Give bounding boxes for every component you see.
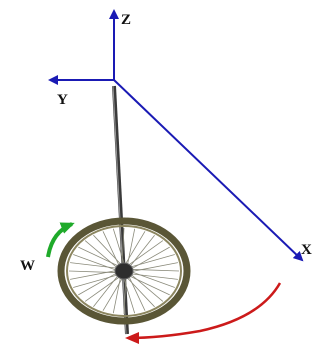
wheel-rim xyxy=(66,225,182,317)
wheel-spoke xyxy=(93,273,120,308)
wheel-spoke xyxy=(78,271,119,296)
wheel-spoke xyxy=(73,274,120,288)
wheel-spoke xyxy=(68,270,119,274)
x-axis-label: X xyxy=(301,242,312,258)
coordinate-axes: Z Y X xyxy=(48,9,312,262)
wheel-spoke xyxy=(125,275,155,308)
wheel-spoke xyxy=(84,275,122,302)
wheel-tire xyxy=(57,217,191,325)
wheel-spoke xyxy=(123,231,146,267)
wheel-spoke xyxy=(129,272,164,302)
wheel-spoke xyxy=(102,275,125,311)
wheel-spoke xyxy=(102,231,121,268)
wheel-spoke xyxy=(129,262,178,273)
wheel-spoke xyxy=(70,262,119,269)
wheel-spoke xyxy=(128,234,155,269)
axle-rod-highlight xyxy=(112,85,127,335)
wheel-spoke xyxy=(73,254,119,272)
wheel-spoke xyxy=(129,273,178,280)
wheel-spoke xyxy=(78,246,121,268)
y-axis-label: Y xyxy=(57,92,68,108)
wheel-spoke xyxy=(93,234,123,267)
spin-label: W xyxy=(20,258,35,274)
wheel-spoke xyxy=(122,275,136,314)
wheel-spoke xyxy=(112,228,126,267)
precession-arrow xyxy=(125,282,282,344)
wheel-spoke xyxy=(127,274,146,311)
wheel-spoke xyxy=(126,240,164,267)
wheel-spoke xyxy=(70,269,119,280)
wheel-spoke xyxy=(129,246,170,271)
wheel-spoke xyxy=(84,240,119,270)
wheel-spoke xyxy=(121,227,125,267)
x-axis xyxy=(113,79,304,262)
wheel-spoke xyxy=(129,270,175,288)
wheel-spoke xyxy=(128,254,175,268)
wheel-spoke xyxy=(129,268,180,272)
wheel-spoke xyxy=(123,275,127,315)
wheel-spokes xyxy=(68,227,180,315)
spin-arrow xyxy=(46,222,75,258)
bicycle-wheel xyxy=(57,217,191,325)
wheel-spoke xyxy=(112,275,122,314)
z-axis-label: Z xyxy=(121,12,131,28)
wheel-spoke xyxy=(126,228,136,267)
wheel-spoke xyxy=(127,274,170,296)
wheel-hub xyxy=(114,262,134,280)
